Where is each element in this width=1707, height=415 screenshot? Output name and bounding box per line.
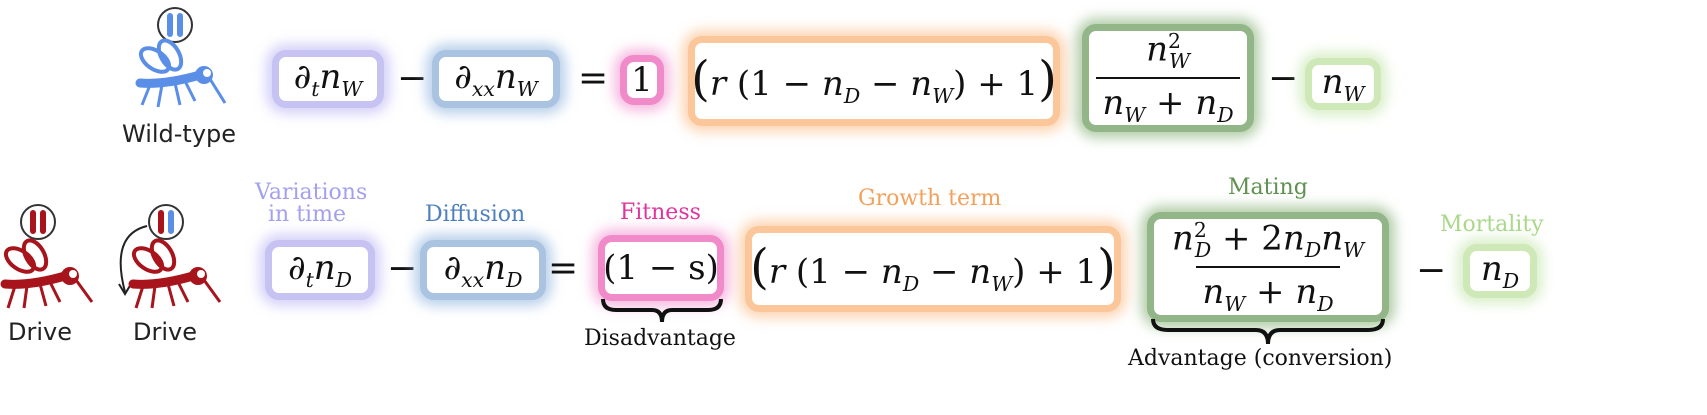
mating-label: Mating bbox=[1228, 175, 1308, 200]
wild-type-mosquito-icon bbox=[135, 7, 227, 108]
diffusion-label: Diffusion bbox=[425, 202, 526, 227]
minus-operator-mortality-row2: − bbox=[1416, 250, 1447, 291]
variations-label: Variations in time bbox=[255, 180, 368, 227]
advantage-label: Advantage (conversion) bbox=[1128, 346, 1393, 371]
wild-type-caption: Wild-type bbox=[122, 120, 237, 148]
drive-mosquito-icon bbox=[0, 204, 94, 309]
fitness-label: Fitness bbox=[620, 200, 701, 225]
disadvantage-label: Disadvantage bbox=[584, 326, 736, 351]
fitness-one-box: 1 bbox=[620, 55, 664, 105]
minus-operator-row2: − bbox=[387, 248, 418, 289]
fitness-value-one: 1 bbox=[631, 60, 653, 100]
advantage-brace bbox=[1151, 318, 1385, 345]
diffusion-nd-box: ∂xxnD bbox=[420, 240, 546, 300]
drive-caption-left: Drive bbox=[8, 318, 72, 346]
equals-operator: = bbox=[578, 58, 609, 99]
mortality-nw-box: nW bbox=[1305, 58, 1381, 110]
minus-operator: − bbox=[397, 58, 428, 99]
growth-term-label: Growth term bbox=[858, 186, 1002, 211]
equals-operator-row2: = bbox=[548, 248, 579, 289]
fitness-s-box: (1 − s) bbox=[598, 235, 724, 301]
conversion-arrow-icon bbox=[118, 225, 148, 296]
mortality-nd-box: nD bbox=[1463, 244, 1537, 298]
disadvantage-brace bbox=[601, 298, 723, 323]
time-derivative-nd-box: ∂tnD bbox=[265, 240, 375, 300]
mortality-label: Mortality bbox=[1440, 212, 1544, 237]
growth-term-box-row1: (r (1 − nD − nW) + 1) bbox=[688, 36, 1060, 126]
growth-term-box-row2: (r (1 − nD − nW) + 1) bbox=[745, 226, 1121, 312]
time-derivative-nw-box: ∂tnW bbox=[272, 50, 384, 108]
fitness-value-s: (1 − s) bbox=[603, 248, 719, 288]
diffusion-nw-box: ∂xxnW bbox=[432, 50, 560, 108]
drive-caption-right: Drive bbox=[133, 318, 197, 346]
minus-operator-mortality-row1: − bbox=[1268, 58, 1299, 99]
converted-drive-mosquito-icon bbox=[128, 204, 222, 309]
